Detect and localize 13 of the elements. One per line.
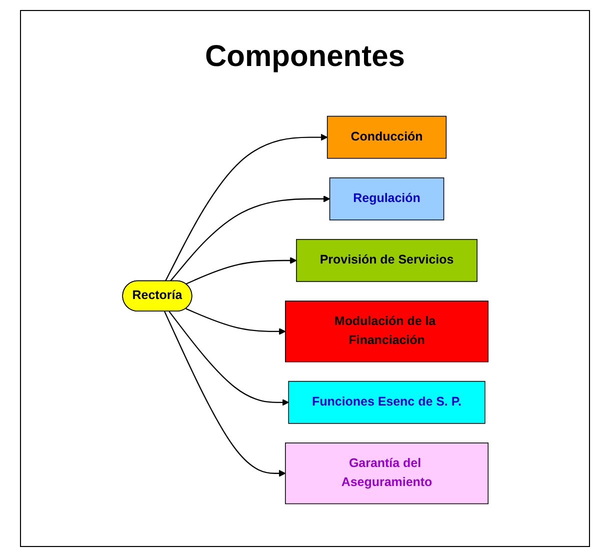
arrow xyxy=(185,308,286,335)
arrow xyxy=(170,195,330,282)
node-box: Modulación de la Financiación xyxy=(284,300,488,362)
node-box: Funciones Esenc de S. P. xyxy=(288,380,485,424)
title: Componentes xyxy=(204,40,406,74)
arrow xyxy=(164,134,328,282)
arrow xyxy=(185,257,296,285)
arrow xyxy=(168,311,289,406)
node-box: Regulación xyxy=(328,177,444,220)
node-box: Garantía del Aseguramiento xyxy=(284,442,488,504)
node-box: Conducción xyxy=(326,116,446,159)
arrow xyxy=(164,311,286,477)
node-box: Provisión de Servicios xyxy=(296,239,478,282)
